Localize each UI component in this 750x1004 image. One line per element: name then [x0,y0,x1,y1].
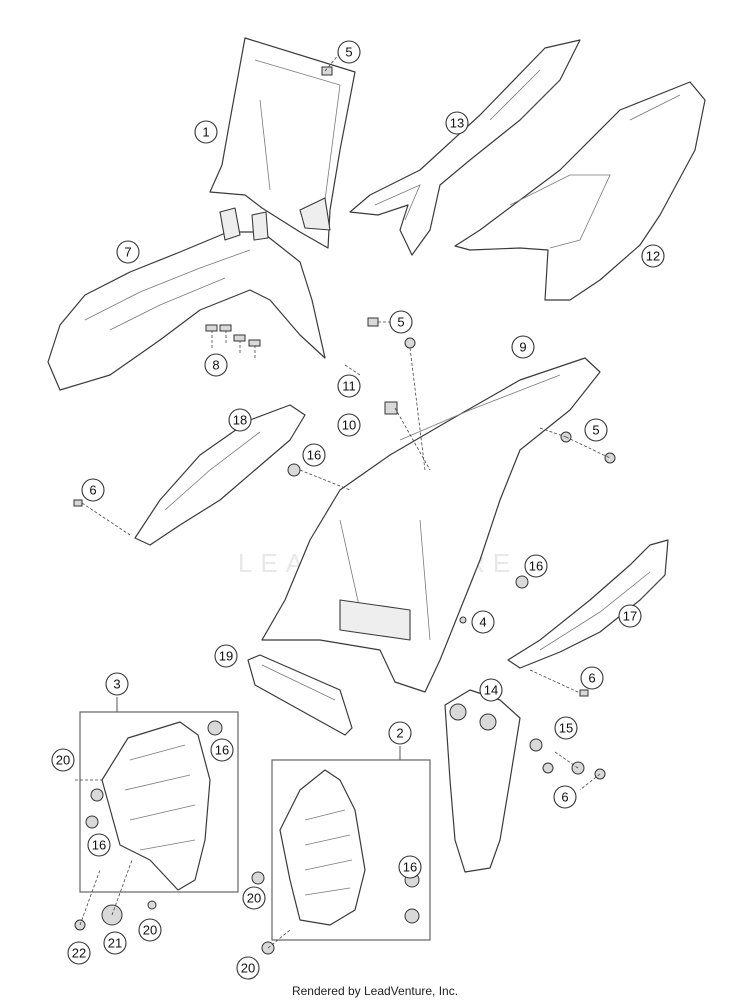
svg-text:8: 8 [212,358,219,373]
callout-16c: 16 [210,738,234,762]
svg-text:1: 1 [202,125,209,140]
svg-text:11: 11 [342,379,356,394]
svg-text:16: 16 [307,448,321,463]
hw-6b [579,689,589,697]
callout-20c: 20 [138,918,162,942]
svg-text:10: 10 [342,418,356,433]
part-airbox-right-2 [279,769,366,926]
part-front-fender [47,207,326,391]
svg-text:16: 16 [92,838,106,853]
callout-6a: 6 [81,478,105,502]
callout-1: 1 [194,120,218,144]
svg-text:21: 21 [108,936,122,951]
hw-15a [529,738,543,752]
assembly-box-2 [271,759,431,941]
hw-5e [604,452,616,464]
hw-6a [73,499,83,507]
callout-17: 17 [618,604,642,628]
hw-5c [404,337,416,349]
hw-4 [459,616,467,624]
svg-text:13: 13 [450,116,464,131]
callout-6c: 6 [553,785,577,809]
footer-credit: Rendered by LeadVenture, Inc. [291,984,459,998]
callout-16d: 16 [87,833,111,857]
svg-text:20: 20 [247,891,261,906]
part-left-shroud [349,39,581,256]
svg-text:9: 9 [519,340,526,355]
assembly-box-3 [79,711,239,893]
svg-text:7: 7 [124,245,131,260]
callout-3: 3 [105,672,129,696]
svg-text:6: 6 [89,483,96,498]
svg-text:20: 20 [241,961,255,976]
svg-text:6: 6 [588,671,595,686]
svg-text:5: 5 [592,423,599,438]
svg-text:20: 20 [56,753,70,768]
svg-text:18: 18 [233,413,247,428]
part-rear-fender [261,357,601,693]
hw-10 [384,401,398,415]
callout-2: 2 [388,721,412,745]
part-number-plate [209,37,356,249]
callout-12: 12 [641,244,665,268]
callout-18: 18 [228,408,252,432]
callout-5a: 5 [337,40,361,64]
part-right-shroud [454,81,706,301]
callout-4: 4 [471,610,495,634]
svg-text:15: 15 [559,721,573,736]
svg-text:6: 6 [561,790,568,805]
callout-16e: 16 [398,855,422,879]
callout-11: 11 [337,374,361,398]
callout-21: 21 [103,931,127,955]
svg-text:17: 17 [623,609,637,624]
svg-text:16: 16 [215,743,229,758]
part-screws-8 [205,324,261,360]
svg-text:2: 2 [396,726,403,741]
part-right-side-cover [507,539,669,669]
part-lower-cover-19 [247,654,353,736]
callout-19: 19 [214,644,238,668]
callout-7: 7 [116,240,140,264]
svg-text:16: 16 [529,559,543,574]
callout-20a: 20 [51,748,75,772]
callout-22: 22 [67,941,91,965]
hw-15c [571,761,585,775]
callout-20b: 20 [242,886,266,910]
svg-text:3: 3 [113,677,120,692]
svg-text:20: 20 [143,923,157,938]
callout-8: 8 [204,353,228,377]
hw-15b [542,762,554,774]
svg-text:16: 16 [403,860,417,875]
svg-text:19: 19 [219,649,233,664]
hw-20d [147,900,157,910]
callout-5c: 5 [584,418,608,442]
part-airbox-left-3 [101,721,211,891]
callout-13: 13 [445,111,469,135]
callout-9: 9 [511,335,535,359]
callout-20d: 20 [236,956,260,980]
callout-16a: 16 [302,443,326,467]
hw-5a [321,66,333,76]
part-left-side-cover [134,404,306,546]
svg-text:22: 22 [72,946,86,961]
hw-5b [367,317,379,327]
callout-15: 15 [554,716,578,740]
svg-text:5: 5 [345,45,352,60]
svg-text:12: 12 [646,249,660,264]
callout-14: 14 [479,678,503,702]
callout-6b: 6 [580,666,604,690]
svg-text:4: 4 [479,615,486,630]
hw-16a [287,463,301,477]
callout-5b: 5 [389,310,413,334]
part-mud-flap [444,689,521,873]
svg-text:5: 5 [397,315,404,330]
hw-16b [515,575,529,589]
svg-text:14: 14 [484,683,498,698]
callout-10: 10 [337,413,361,437]
callout-16b: 16 [524,554,548,578]
